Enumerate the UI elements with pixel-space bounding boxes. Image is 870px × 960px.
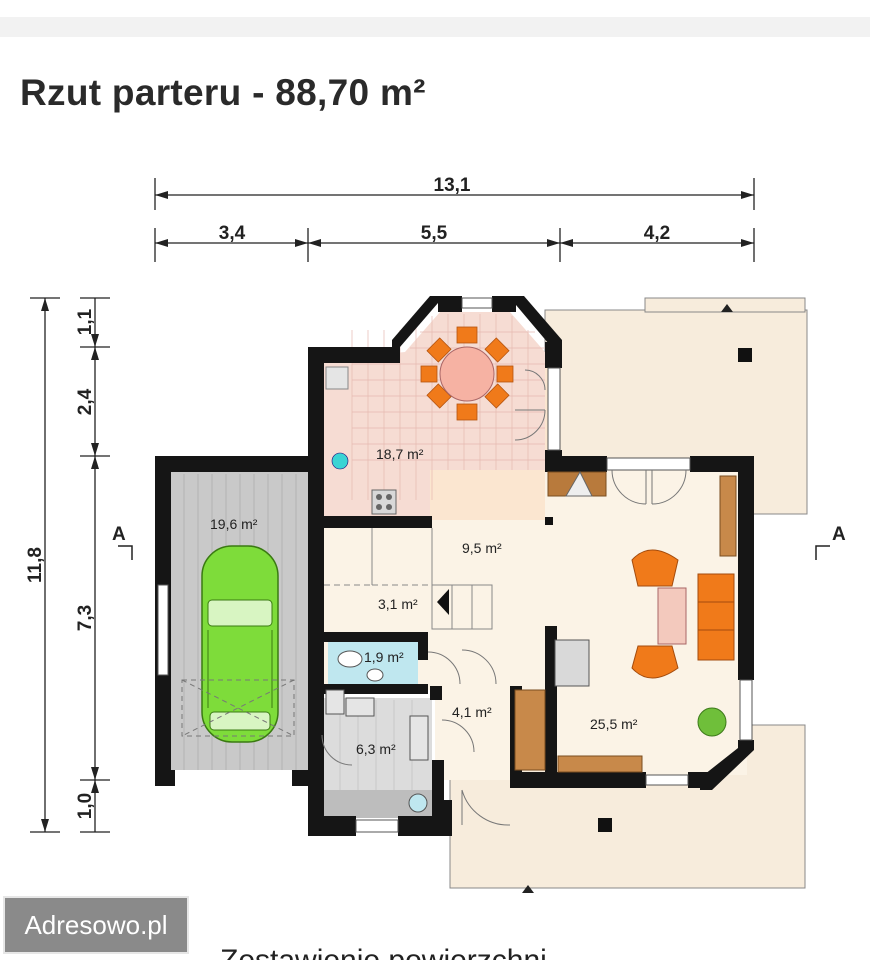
- fireplace: [547, 470, 607, 497]
- room-area-boiler-room: 6,3 m²: [356, 741, 396, 757]
- page-title: Rzut parteru - 88,70 m²: [20, 72, 426, 113]
- dimension-height-2: 2,4: [75, 388, 96, 415]
- left-dimension-arrows: [41, 298, 99, 832]
- vestibule-floor: [435, 690, 510, 780]
- dimension-width-3: 4,2: [644, 223, 670, 244]
- section-mark-left-label: A: [112, 524, 126, 545]
- doors: [441, 649, 511, 826]
- stairs-arrow: [437, 589, 449, 615]
- terrace-doors: [514, 369, 687, 505]
- walls: [155, 296, 754, 836]
- wc-fixtures: [337, 650, 461, 685]
- cut-off-caption-text: Zestawienie powierzchni: [220, 946, 680, 960]
- top-dimension-arrows: [155, 191, 754, 247]
- dining-table: [420, 326, 514, 421]
- dimension-width-1: 3,4: [219, 223, 246, 244]
- garage-door-marks: [181, 679, 295, 737]
- room-area-hall: 9,5 m²: [462, 540, 502, 556]
- dimension-total-width: 13,1: [434, 175, 471, 196]
- cut-off-caption: Zestawienie powierzchni: [220, 932, 680, 960]
- top-dimension-lines: [154, 178, 755, 262]
- top-bar: [0, 17, 870, 37]
- column-mark: [545, 517, 553, 525]
- living-bay-floor: [545, 680, 745, 778]
- dimension-height-1: 1,1: [75, 308, 96, 335]
- watermark-badge: Adresowo.pl: [3, 896, 189, 954]
- room-area-living-room: 25,5 m²: [590, 716, 638, 732]
- section-mark-right: [815, 545, 830, 560]
- room-area-wc: 1,9 m²: [364, 649, 404, 665]
- dimension-total-height: 11,8: [25, 547, 46, 583]
- dimension-width-2: 5,5: [421, 223, 448, 244]
- room-area-vestibule: 4,1 m²: [452, 704, 492, 720]
- living-furniture: [514, 475, 737, 773]
- kitchen-fixtures: [325, 366, 397, 515]
- floor-plan: 13,1 3,4 5,5 4,2 11,8 1,1 2,4 7,3 1,0: [25, 175, 846, 893]
- windows: [157, 297, 753, 833]
- boiler-fixtures: [321, 689, 429, 813]
- section-mark-right-label: A: [832, 524, 846, 545]
- car: [201, 545, 279, 743]
- room-area-garage: 19,6 m²: [210, 516, 258, 532]
- dimension-height-3: 7,3: [75, 605, 96, 631]
- room-area-stairs: 3,1 m²: [378, 596, 418, 612]
- dimension-height-4: 1,0: [75, 793, 96, 819]
- room-area-kitchen-dining: 18,7 m²: [376, 446, 424, 462]
- section-mark-left: [118, 545, 133, 560]
